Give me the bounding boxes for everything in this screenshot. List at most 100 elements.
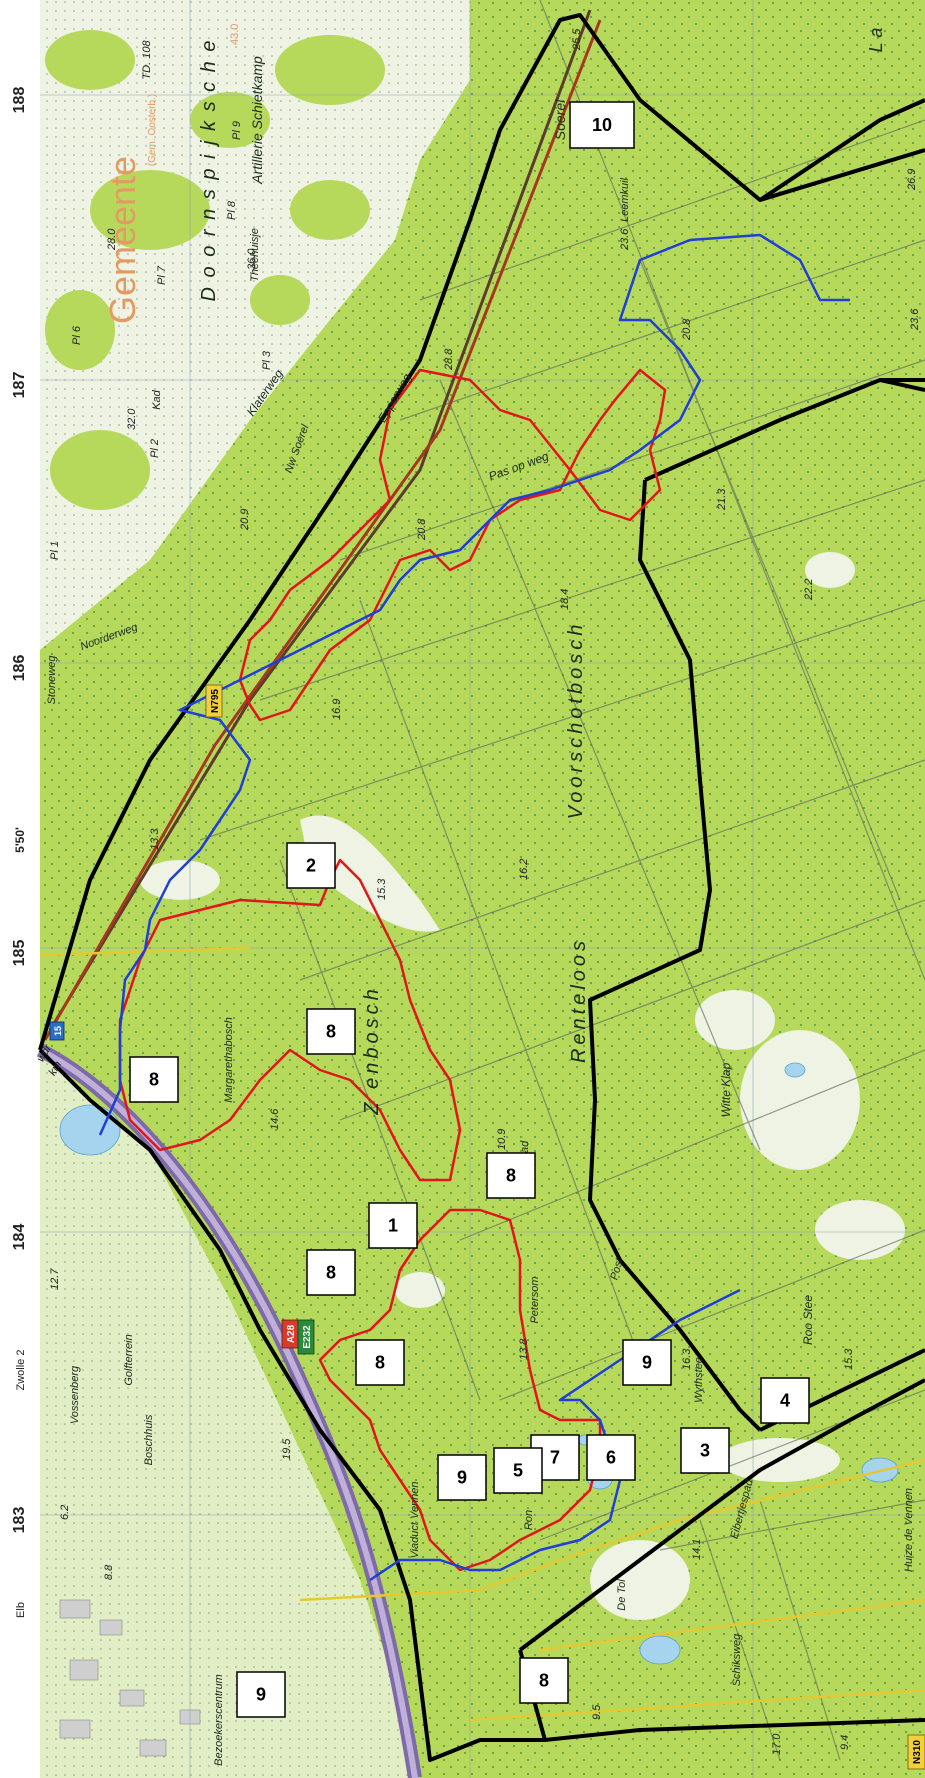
spot-height: 19.5 — [281, 1438, 293, 1460]
label-voorschotbosch: Voorschotbosch — [565, 621, 587, 820]
label-renteloos: Renteloos — [568, 937, 590, 1063]
shield-a28-text: A28 — [286, 1324, 297, 1343]
spot-height: 16.2 — [518, 859, 530, 880]
spot-height: 15.3 — [376, 878, 388, 900]
callout-box: 8 — [129, 1056, 179, 1103]
spot-height: 16.3 — [681, 1348, 693, 1370]
railway — [48, 9, 592, 1031]
label-huize-de-vennen: Huize de Vennen — [903, 1488, 915, 1572]
callout-frame — [760, 1377, 810, 1424]
callout-number: 8 — [539, 1671, 549, 1691]
heath-dots-northwest — [40, 0, 470, 650]
spot-height: 26.9 — [906, 169, 918, 191]
spot-height: 43.0 — [229, 24, 241, 45]
spot-height: 36.0 — [246, 248, 258, 270]
urban-dots-southwest — [40, 1040, 420, 1778]
label-petersom: Petersom — [529, 1276, 541, 1323]
label-kad: Kad — [151, 389, 163, 409]
spot-height: 14.1 — [691, 1539, 703, 1560]
pl-label: Pl 1 — [49, 541, 61, 560]
callout-number: 10 — [592, 115, 612, 135]
label-stoneweg: Stoneweg — [46, 655, 58, 705]
callout-frame — [680, 1427, 730, 1474]
callout-number: 3 — [700, 1441, 710, 1461]
spot-height: 25.5 — [571, 28, 583, 51]
grid-label: 186 — [11, 655, 28, 682]
shield-n795-text: N795 — [210, 689, 221, 713]
label-schiksweg: Schiksweg — [731, 1633, 743, 1686]
highway-a28 — [36, 1043, 422, 1778]
callout-frame — [129, 1056, 179, 1103]
pl-label: Pl 9 — [231, 121, 243, 140]
spot-height: 17.0 — [771, 1733, 783, 1755]
callout-frame — [486, 1152, 536, 1199]
label-golfterrein: Golfterrein — [123, 1334, 135, 1385]
label-artillerie: Artillerie Schietkamp — [249, 56, 265, 185]
label-wythstee: Wythstee — [693, 1357, 705, 1403]
shield-15 — [49, 1021, 65, 1041]
callout-box: 8 — [519, 1657, 569, 1704]
callout-frame — [306, 1008, 356, 1055]
label-bezoekerscentrum: Bezoekerscentrum — [213, 1674, 225, 1766]
callout-number: 9 — [642, 1353, 652, 1373]
label-margarethabosch: Margarethabosch — [223, 1017, 235, 1103]
callout-number: 6 — [606, 1448, 616, 1468]
spot-height: 12.7 — [49, 1268, 61, 1290]
callout-box: 8 — [306, 1008, 356, 1055]
callout-frame — [437, 1454, 487, 1501]
pl-label: Pl 2 — [149, 439, 161, 458]
callout-frame — [306, 1249, 356, 1296]
spot-height: 28.8 — [443, 348, 455, 371]
label-witte-klap: Witte Klap — [719, 1062, 733, 1117]
shield-e232-text: E232 — [302, 1325, 313, 1349]
secondary-roads — [39, 946, 925, 1722]
pl-labels: Pl 9 Pl 8 Pl 7 Pl 6 Pl 3 Pl 2 Pl 1 — [49, 121, 273, 560]
label-viaduct: Viaduct Vennen — [409, 1481, 421, 1558]
label-leemkuil: Leemkuil — [619, 177, 631, 222]
callout-frame — [519, 1657, 569, 1704]
callout-number: 7 — [550, 1448, 560, 1468]
spot-height: 23.6 — [909, 308, 921, 331]
label-zandenbosch: Z enbosch — [361, 985, 383, 1115]
callout-number: 9 — [457, 1468, 467, 1488]
callout-frame — [286, 842, 336, 889]
spot-height: 13.8 — [518, 1338, 530, 1360]
label-la: L a — [866, 28, 886, 53]
spot-height: 13.3 — [149, 828, 161, 850]
shield-15-text: 15 — [53, 1026, 63, 1036]
forest-patches-northwest — [45, 30, 385, 510]
pl-label: Pl 3 — [261, 350, 273, 370]
label-gemeente: Gemeente — [102, 156, 143, 324]
grid-lines — [40, 0, 925, 1778]
callout-frame — [493, 1447, 543, 1494]
label-gemeente-tag: (Gem. Oosterb.) — [147, 94, 158, 166]
callout-box: 10 — [569, 101, 635, 149]
callout-frame — [368, 1202, 418, 1249]
label-roo-stee: Roo Stee — [801, 1295, 815, 1345]
grid-label: 185 — [11, 940, 28, 967]
map-margin — [0, 0, 40, 1778]
spot-height: 18.4 — [559, 589, 571, 610]
spot-height: 28.0 — [106, 228, 118, 251]
spot-height: 9.4 — [839, 1735, 851, 1750]
spot-height: 8.8 — [103, 1564, 115, 1580]
shield-n310 — [907, 1734, 925, 1770]
spot-height: 32.0 — [126, 408, 138, 430]
grid-label: 187 — [11, 372, 28, 399]
grid-label: 5'50' — [13, 827, 27, 853]
callout-box: 4 — [760, 1377, 810, 1424]
forest-tracks — [199, 0, 925, 1761]
spot-height: 20.9 — [239, 509, 251, 531]
callout-box: 5 — [493, 1447, 543, 1494]
shield-n795 — [205, 684, 223, 718]
callout-box: 8 — [306, 1249, 356, 1296]
callout-number: 5 — [513, 1461, 523, 1481]
grid-label: Zwolle 2 — [15, 1350, 27, 1391]
spot-height: 14.6 — [269, 1108, 281, 1130]
callout-box: 9 — [236, 1671, 286, 1718]
label-td: TD. 108 — [141, 40, 153, 80]
road-n795 — [43, 19, 602, 1041]
label-soerel: Soerel — [552, 99, 568, 140]
